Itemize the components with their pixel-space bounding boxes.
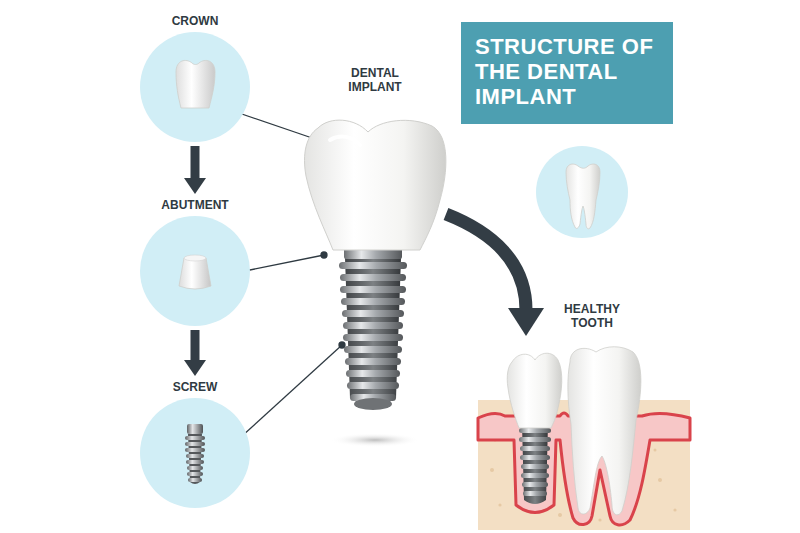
part-label: SCREW [126, 380, 264, 394]
title-box: STRUCTURE OF THE DENTAL IMPLANT [461, 22, 673, 124]
part-icon [140, 216, 250, 326]
title-text: STRUCTURE OF THE DENTAL IMPLANT [475, 34, 659, 109]
arrow-shaft [191, 146, 200, 180]
part-label: CROWN [126, 14, 264, 28]
part-circle [140, 398, 250, 508]
jaw-cross-section [478, 347, 690, 530]
part-icon [140, 398, 250, 508]
flow-arrow [184, 146, 206, 194]
part-caption: HEALTHY TOOTH [552, 302, 632, 330]
flow-arrow [184, 330, 206, 376]
part-label: ABUTMENT [126, 198, 264, 212]
part-circle [140, 216, 250, 326]
part-node: CROWN [126, 14, 264, 142]
part-node: ABUTMENT [126, 198, 264, 326]
part-node: SCREW [126, 380, 264, 508]
part-caption: DENTAL IMPLANT [335, 66, 415, 94]
transition-arrow [446, 214, 544, 336]
implant-crown [305, 120, 446, 250]
tooth-icon [536, 146, 628, 238]
part-icon [140, 32, 250, 142]
arrow-head [184, 360, 206, 376]
implant-screw [339, 258, 407, 410]
part-circle [140, 32, 250, 142]
arrow-shaft [191, 330, 200, 362]
arrow-head [184, 178, 206, 194]
